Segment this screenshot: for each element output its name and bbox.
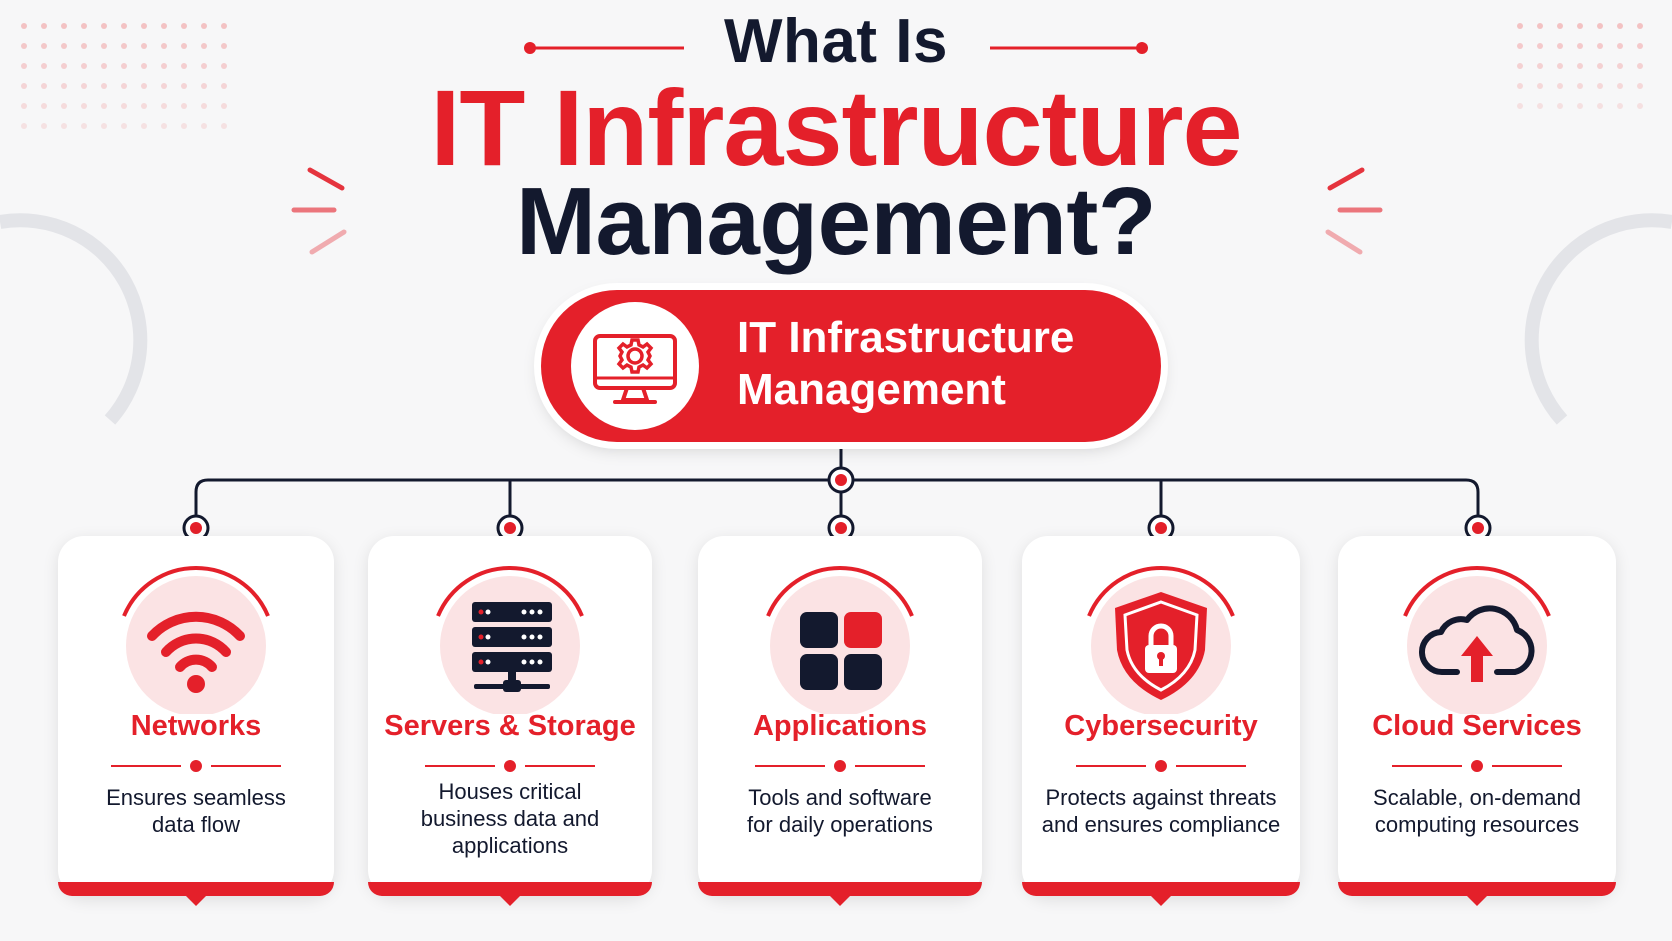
connector-node-hub [827, 466, 855, 494]
card-accent-bar [58, 882, 334, 896]
title-it-infrastructure: IT Infrastructure [430, 67, 1242, 188]
card-divider [425, 760, 595, 772]
card-divider [755, 760, 925, 772]
applications-icon-badge [760, 554, 920, 714]
connector-node-networks [182, 514, 210, 542]
app-grid-icon [766, 566, 914, 714]
card-divider [111, 760, 281, 772]
card-desc-cybersecurity: Protects against threats and ensures com… [1041, 785, 1281, 837]
central-hub-pill: IT Infrastructure Management [541, 290, 1161, 442]
card-desc-applications: Tools and software for daily operations [747, 785, 933, 837]
hub-label-line1: IT Infrastructure [737, 313, 1075, 362]
cloud-upload-icon [1403, 566, 1551, 714]
card-accent-bar [698, 882, 982, 896]
shield-lock-icon [1087, 566, 1235, 714]
card-divider [1076, 760, 1246, 772]
card-accent-bar [368, 882, 652, 896]
card-pointer [500, 896, 520, 906]
card-title-applications: Applications [752, 710, 927, 742]
decorative-arc-left [0, 213, 148, 425]
title-ornament-right [990, 42, 1148, 54]
card-networks: Networks Ensures seamless data flow [58, 536, 334, 906]
hub-label-line2: Management [737, 365, 1006, 414]
monitor-gear-icon [593, 334, 677, 404]
card-pointer [830, 896, 850, 906]
dot-pattern-left [21, 23, 227, 129]
card-desc-networks: Ensures seamless data flow [106, 785, 286, 837]
hub-label: IT Infrastructure Management [737, 312, 1147, 416]
card-title-cloud-services: Cloud Services [1372, 710, 1582, 742]
card-cybersecurity: Cybersecurity Protects against threats a… [1022, 536, 1300, 906]
title-what-is: What Is [724, 7, 948, 76]
card-applications: Applications Tools and software for dail… [698, 536, 982, 906]
card-divider [1392, 760, 1562, 772]
card-desc-cloud-services: Scalable, on-demand computing resources [1373, 785, 1581, 837]
decorative-arc-right [1524, 213, 1672, 425]
title-ornament-left [524, 42, 684, 54]
dot-pattern-right [1517, 23, 1643, 109]
servers-icon-badge [430, 554, 590, 714]
connector-node-cloud [1464, 514, 1492, 542]
card-pointer [186, 896, 206, 906]
networks-icon-badge [116, 554, 276, 714]
card-title-networks: Networks [130, 710, 262, 742]
card-title-servers-storage: Servers & Storage [384, 710, 636, 742]
spark-lines-left [291, 167, 347, 255]
server-rack-icon [436, 566, 584, 714]
cybersecurity-icon-badge [1081, 554, 1241, 714]
title-management: Management? [516, 168, 1156, 275]
card-title-cybersecurity: Cybersecurity [1064, 710, 1258, 742]
card-servers-storage: Servers & Storage Houses critical busine… [368, 536, 652, 906]
card-desc-servers-storage: Houses critical business data and applic… [420, 779, 600, 858]
card-accent-bar [1022, 882, 1300, 896]
hub-icon-badge [571, 302, 699, 430]
card-accent-bar [1338, 882, 1616, 896]
card-cloud-services: Cloud Services Scalable, on-demand compu… [1338, 536, 1616, 906]
wifi-icon [122, 566, 270, 714]
card-pointer [1151, 896, 1171, 906]
spark-lines-right [1325, 167, 1383, 255]
cloud-icon-badge [1397, 554, 1557, 714]
card-pointer [1467, 896, 1487, 906]
connector-nodes [182, 466, 1492, 542]
